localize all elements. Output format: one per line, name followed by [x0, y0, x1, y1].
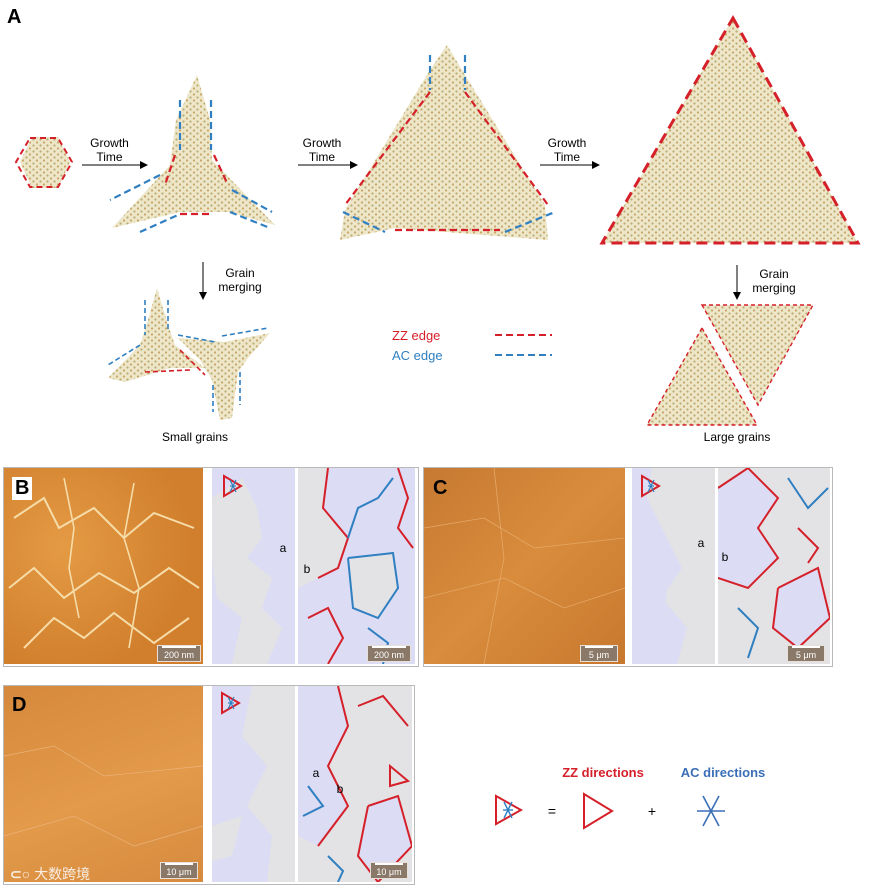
panel-c-afm-image [424, 468, 625, 664]
panel-d-afm-image [4, 686, 203, 882]
panel-a-illustration [0, 0, 870, 460]
panel-c-boundary-map [718, 468, 830, 664]
panel-b-grain-map [212, 468, 295, 664]
combined-directions-icon [496, 796, 521, 824]
merged-small-grains [108, 288, 270, 420]
panel-c-map-scalebar: 5 μm [787, 645, 825, 662]
ac-star-icon [697, 796, 725, 826]
panel-d-grain-map [212, 686, 295, 882]
watermark: ⊂○ 大数跨境 [10, 864, 90, 884]
panel-c-label-a: a [696, 536, 706, 550]
large-grains-label: Large grains [692, 430, 782, 444]
panel-c-grain-map [632, 468, 715, 664]
panel-b-map-scalebar: 200 nm [367, 645, 411, 662]
panel-b-scalebar: 200 nm [157, 645, 201, 662]
panel-d-boundary-map [298, 686, 412, 882]
large-triangle-grain [602, 18, 858, 243]
grain-merging-label-1: Grain merging [210, 266, 270, 294]
growth-label-2: Growth Time [292, 136, 352, 164]
ac-directions-label: AC directions [668, 766, 778, 780]
growth-label-1: Growth Time [82, 136, 137, 164]
panel-b-boundary-map [298, 468, 415, 664]
ac-edge-legend: AC edge [392, 349, 462, 363]
panel-b-label-b: b [302, 562, 312, 576]
panel-c-letter: C [433, 477, 447, 500]
merged-large-grains [647, 305, 813, 425]
panel-d-letter: D [12, 694, 26, 717]
hexagon-seed [16, 137, 72, 188]
panel-c-scalebar: 5 μm [580, 645, 618, 662]
panel-d-map-scalebar: 10 μm [370, 862, 408, 879]
panel-d-label-a: a [311, 766, 321, 780]
panel-d-label-b: b [335, 782, 345, 796]
panel-c-label-b: b [720, 550, 730, 564]
panel-b-afm-image [4, 468, 203, 664]
zz-triangle-icon [584, 794, 612, 828]
watermark-logo-icon: ⊂○ [10, 866, 30, 882]
zz-edge-legend: ZZ edge [392, 329, 462, 343]
panel-d-scalebar: 10 μm [160, 862, 198, 879]
equals-sign: = [545, 804, 559, 818]
truncated-triangle-grain [340, 45, 555, 240]
panel-b-letter: B [12, 477, 32, 500]
grain-merging-label-2: Grain merging [744, 267, 804, 295]
plus-sign: + [645, 804, 659, 818]
panel-b-label-a: a [278, 541, 288, 555]
growth-label-3: Growth Time [537, 136, 597, 164]
zz-directions-label: ZZ directions [548, 766, 658, 780]
small-grains-label: Small grains [150, 430, 240, 444]
